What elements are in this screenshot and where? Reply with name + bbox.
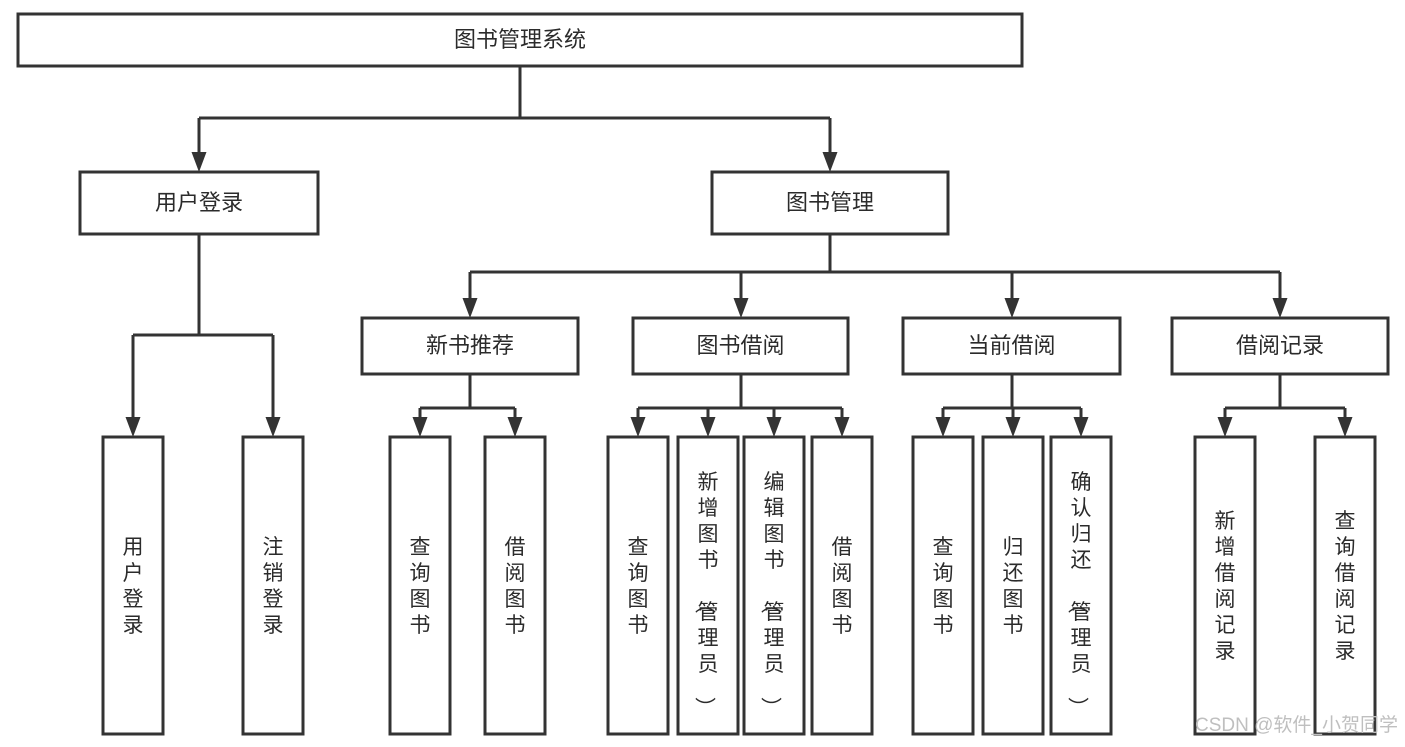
arrow-head-icon bbox=[1272, 298, 1288, 318]
arrow-head-icon bbox=[935, 417, 951, 437]
node-label: 注销登录 bbox=[263, 536, 284, 637]
node-label: 新增借阅记录 bbox=[1215, 510, 1236, 663]
node-label: 借阅记录 bbox=[1236, 333, 1324, 358]
node-c1[interactable]: 查询图书 bbox=[911, 435, 975, 736]
arrow-head-icon bbox=[125, 417, 141, 437]
arrow-head-icon bbox=[1004, 298, 1020, 318]
node-box bbox=[388, 435, 452, 736]
arrow-head-icon bbox=[462, 298, 478, 318]
node-box bbox=[901, 316, 1122, 376]
arrow-head-icon bbox=[191, 152, 207, 172]
node-box bbox=[676, 435, 740, 736]
node-label: 图书管理 bbox=[786, 190, 874, 215]
connector-layer bbox=[125, 66, 1353, 437]
node-box bbox=[241, 435, 305, 736]
node-box bbox=[742, 435, 806, 736]
node-label: 编辑图书（管理员） bbox=[759, 471, 785, 718]
node-n2[interactable]: 借阅图书 bbox=[483, 435, 547, 736]
node-current[interactable]: 当前借阅 bbox=[901, 316, 1122, 376]
node-box bbox=[1049, 435, 1113, 736]
node-label: 归还图书 bbox=[1003, 536, 1024, 637]
node-label: 借阅图书 bbox=[832, 536, 853, 637]
node-b2[interactable]: 新增图书（管理员） bbox=[676, 435, 740, 736]
node-records[interactable]: 借阅记录 bbox=[1170, 316, 1390, 376]
watermark-label: CSDN @软件_小贺同学 bbox=[1195, 714, 1398, 736]
node-box bbox=[710, 170, 950, 236]
node-label: 用户登录 bbox=[155, 190, 243, 215]
node-box bbox=[16, 12, 1024, 68]
node-b1[interactable]: 查询图书 bbox=[606, 435, 670, 736]
node-root[interactable]: 图书管理系统 bbox=[16, 12, 1024, 68]
node-borrow[interactable]: 图书借阅 bbox=[631, 316, 850, 376]
node-label: 确认归还（管理员） bbox=[1066, 471, 1092, 718]
node-box bbox=[911, 435, 975, 736]
node-b3[interactable]: 编辑图书（管理员） bbox=[742, 435, 806, 736]
node-box bbox=[606, 435, 670, 736]
node-l1[interactable]: 用户登录 bbox=[101, 435, 165, 736]
arrow-head-icon bbox=[412, 417, 428, 437]
node-label: 查询图书 bbox=[628, 536, 649, 637]
node-newbook[interactable]: 新书推荐 bbox=[360, 316, 580, 376]
node-box bbox=[1313, 435, 1377, 736]
node-n1[interactable]: 查询图书 bbox=[388, 435, 452, 736]
node-label: 图书借阅 bbox=[696, 333, 784, 358]
node-label: 查询图书 bbox=[410, 536, 431, 637]
node-b4[interactable]: 借阅图书 bbox=[810, 435, 874, 736]
node-c3[interactable]: 确认归还（管理员） bbox=[1049, 435, 1113, 736]
arrow-head-icon bbox=[766, 417, 782, 437]
node-box bbox=[483, 435, 547, 736]
arrow-head-icon bbox=[822, 152, 838, 172]
node-box bbox=[981, 435, 1045, 736]
arrow-head-icon bbox=[507, 417, 523, 437]
arrow-head-icon bbox=[1337, 417, 1353, 437]
node-box bbox=[631, 316, 850, 376]
node-box bbox=[1193, 435, 1257, 736]
arrow-head-icon bbox=[700, 417, 716, 437]
node-r2[interactable]: 查询借阅记录 bbox=[1313, 435, 1377, 736]
node-label: 新书推荐 bbox=[426, 333, 514, 358]
arrow-head-icon bbox=[265, 417, 281, 437]
node-l2[interactable]: 注销登录 bbox=[241, 435, 305, 736]
arrow-head-icon bbox=[630, 417, 646, 437]
node-label: 新增图书（管理员） bbox=[693, 471, 719, 718]
node-layer: 图书管理系统用户登录图书管理新书推荐图书借阅当前借阅借阅记录用户登录注销登录查询… bbox=[16, 12, 1390, 736]
node-label: 查询图书 bbox=[933, 536, 954, 637]
node-label: 查询借阅记录 bbox=[1335, 510, 1356, 663]
node-bookmgmt[interactable]: 图书管理 bbox=[710, 170, 950, 236]
arrow-head-icon bbox=[1005, 417, 1021, 437]
node-login[interactable]: 用户登录 bbox=[78, 170, 320, 236]
node-box bbox=[78, 170, 320, 236]
arrow-head-icon bbox=[834, 417, 850, 437]
arrow-head-icon bbox=[1073, 417, 1089, 437]
node-label: 借阅图书 bbox=[505, 536, 526, 637]
arrow-head-icon bbox=[1217, 417, 1233, 437]
node-box bbox=[810, 435, 874, 736]
node-label: 图书管理系统 bbox=[454, 27, 586, 52]
arrow-head-icon bbox=[733, 298, 749, 318]
node-r1[interactable]: 新增借阅记录 bbox=[1193, 435, 1257, 736]
node-box bbox=[1170, 316, 1390, 376]
node-c2[interactable]: 归还图书 bbox=[981, 435, 1045, 736]
node-label: 当前借阅 bbox=[967, 333, 1055, 358]
node-box bbox=[101, 435, 165, 736]
node-label: 用户登录 bbox=[123, 536, 144, 637]
node-box bbox=[360, 316, 580, 376]
